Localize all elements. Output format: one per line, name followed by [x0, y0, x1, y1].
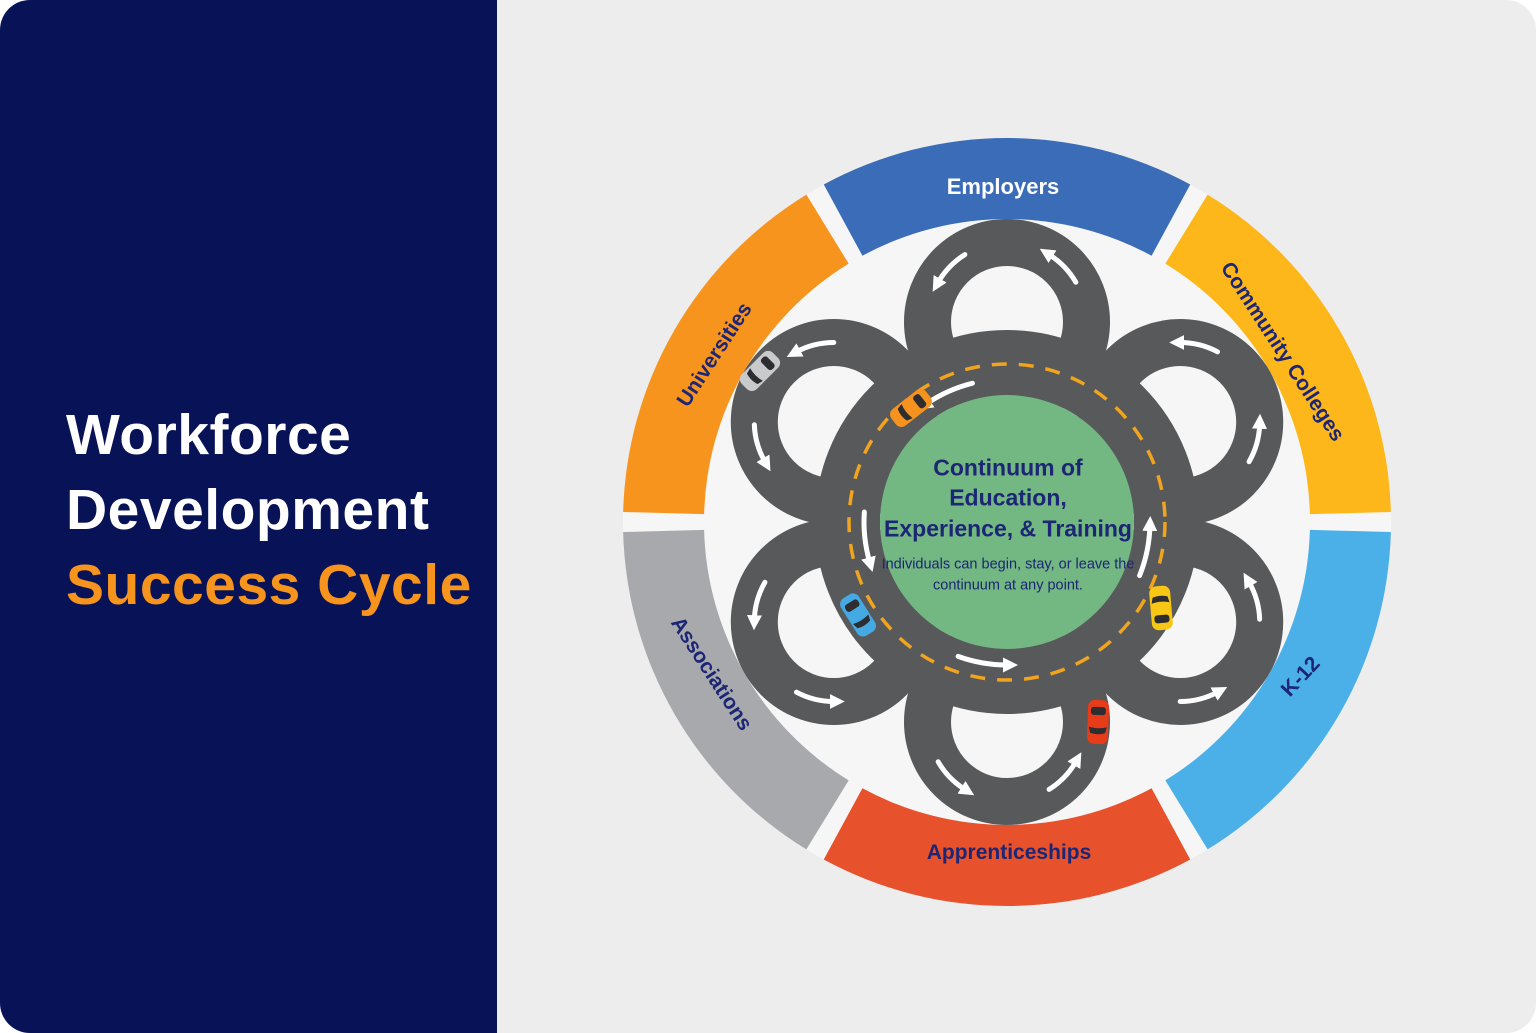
ring-arrow — [861, 509, 876, 572]
continuum-subtext: Individuals can begin, stay, or leave th… — [881, 556, 1135, 594]
continuum-heading-line-2: Experience, & Training — [884, 515, 1132, 542]
loop-arrow — [1246, 413, 1268, 465]
title-line-3: Success Cycle — [66, 553, 472, 617]
continuum-heading: Continuum of Education, Experience, & Tr… — [880, 452, 1136, 543]
loop-arrow — [746, 579, 768, 631]
title-line-2: Development — [66, 478, 430, 542]
continuum-heading-line-1: Continuum of Education, — [933, 454, 1083, 511]
segment-0 — [823, 137, 1191, 256]
loop-arrow — [1039, 248, 1079, 285]
blue-car — [840, 593, 876, 637]
loop-arrow — [793, 689, 845, 709]
segment-label-employers: Employers — [946, 174, 1060, 199]
loop-arrow — [786, 340, 837, 357]
silver-car — [739, 350, 781, 392]
title-line-1: Workforce — [66, 403, 352, 467]
loop-arrow — [935, 759, 975, 796]
segment-1 — [1165, 194, 1391, 515]
continuum-center-text: Continuum of Education, Experience, & Tr… — [880, 452, 1136, 595]
ring-arrow — [955, 653, 1018, 673]
loop-arrow — [1177, 687, 1228, 704]
success-cycle-diagram — [623, 137, 1391, 907]
loop-arrow — [1046, 752, 1082, 792]
segment-label-apprenticeships: Apprenticeships — [926, 841, 1092, 864]
orange-car — [890, 389, 932, 427]
lane-dash-line — [847, 362, 1167, 682]
red-car — [1086, 699, 1110, 745]
diagram-panel: Employers Community Colleges K-12 Appren… — [497, 0, 1536, 1033]
loop-arrow — [1243, 572, 1263, 622]
yellow-car — [1149, 585, 1173, 631]
ring-arrow — [1137, 515, 1158, 579]
loop-arrow — [932, 252, 968, 292]
center-green-circle — [880, 395, 1134, 649]
segment-5 — [623, 194, 849, 515]
title-panel: Workforce Development Success Cycle — [0, 0, 497, 1033]
loop-arrow — [751, 422, 771, 472]
segment-3 — [823, 788, 1191, 907]
segment-2 — [1165, 529, 1391, 850]
segment-4 — [623, 529, 849, 850]
page-title: Workforce Development Success Cycle — [66, 398, 472, 623]
loop-arrow — [1169, 335, 1221, 355]
